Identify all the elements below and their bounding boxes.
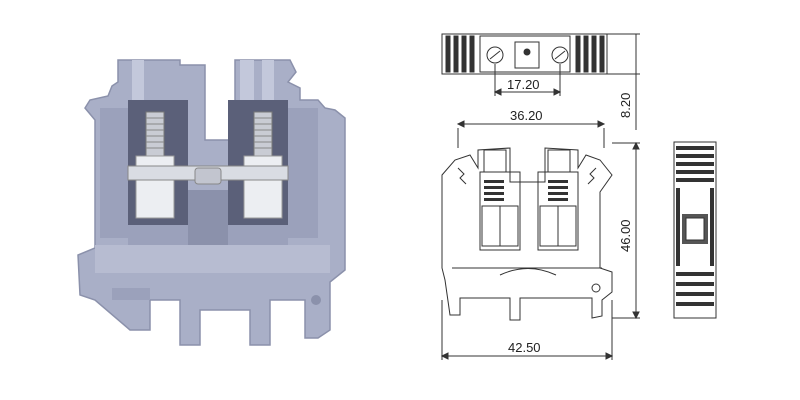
- right-screw: [253, 111, 273, 157]
- top-view-drawing: [441, 33, 640, 130]
- left-clamp: [135, 155, 175, 219]
- dim-base-width: 42.50: [508, 340, 541, 355]
- dim-body-height: 46.00: [618, 219, 633, 252]
- top-right-screw: [551, 46, 569, 64]
- dim-body-width: 36.20: [510, 108, 543, 123]
- dim-top-height: 8.20: [618, 93, 633, 118]
- front-view-drawing: [440, 120, 640, 360]
- side-view-drawing: [673, 141, 717, 319]
- left-screw: [145, 111, 165, 157]
- dim-top-gap: 17.20: [507, 77, 540, 92]
- right-clamp: [243, 155, 283, 219]
- terminal-block-photo: [77, 59, 346, 346]
- top-left-screw: [486, 46, 504, 64]
